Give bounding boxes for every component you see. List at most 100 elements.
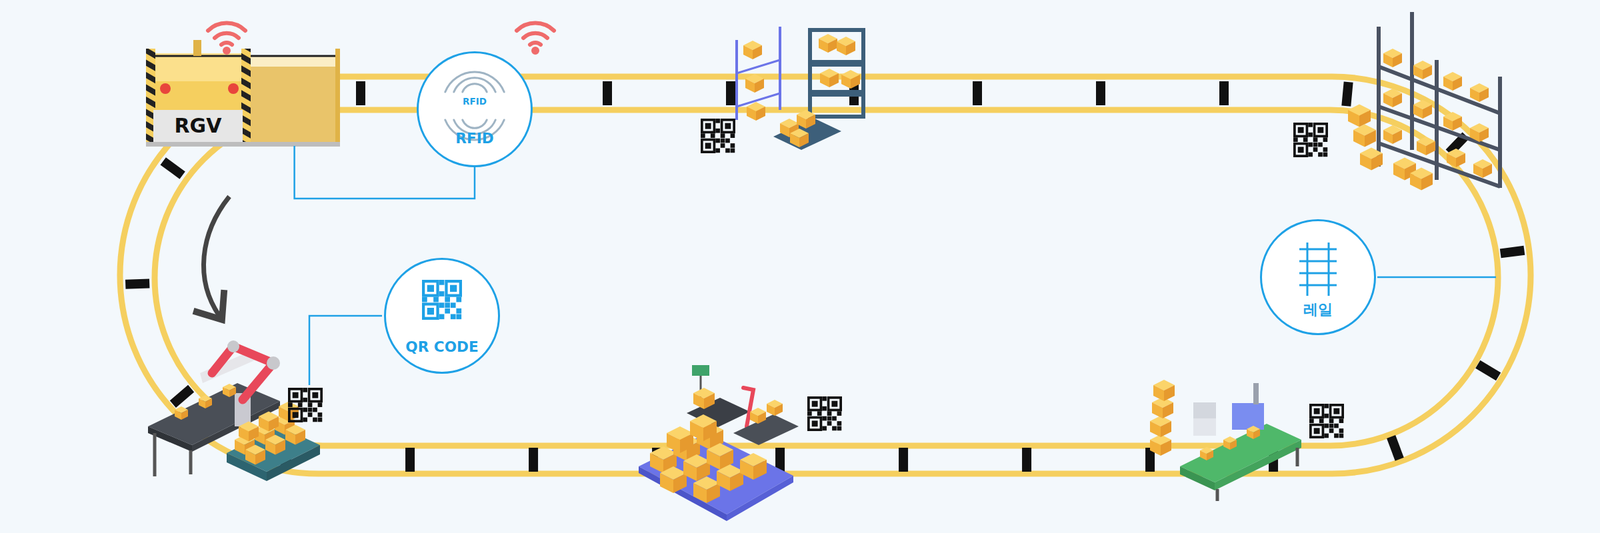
qr-finder <box>812 401 818 408</box>
cargo-box <box>1392 93 1402 108</box>
robot-conveyor <box>153 433 157 477</box>
qr-cell <box>1309 418 1314 424</box>
cargo-box <box>752 45 762 60</box>
cargo-box <box>1383 53 1393 68</box>
qr-cell <box>308 402 313 408</box>
qr-cell <box>720 138 726 144</box>
rgv-vehicle <box>150 53 244 82</box>
qr-finder <box>722 120 735 133</box>
leader-line <box>309 316 382 386</box>
qr-finder <box>702 140 715 153</box>
cargo-box <box>743 45 753 60</box>
cargo-box <box>1383 130 1393 144</box>
qr-cell <box>433 297 439 303</box>
qr-cell <box>456 314 462 320</box>
cargo-box <box>1383 93 1393 108</box>
cargo-box <box>1392 53 1402 68</box>
qr-cell <box>1303 137 1308 142</box>
cargo-box <box>268 416 279 432</box>
cargo-box <box>1353 130 1365 148</box>
cargo-box <box>754 78 764 93</box>
qr-finder <box>828 398 842 411</box>
qr-cell <box>444 302 450 308</box>
cargo-box <box>1153 385 1164 402</box>
cargo-box <box>238 426 249 442</box>
cargo-box <box>255 450 266 466</box>
qr-cell <box>730 148 736 154</box>
cargo-box <box>295 430 306 446</box>
qr-finder <box>1314 124 1328 137</box>
qr-cell <box>822 416 827 422</box>
qr-finder <box>1333 408 1340 415</box>
qr-cell <box>1313 142 1318 148</box>
rail-sleeper <box>726 81 736 106</box>
cargo-box <box>1443 116 1453 131</box>
qr-cell <box>1329 424 1334 429</box>
wifi-signal <box>530 42 541 45</box>
qr-cell <box>308 408 313 413</box>
qr-cell <box>837 421 842 426</box>
callout-label: QR CODE <box>386 338 498 356</box>
qr-cell <box>1324 404 1329 409</box>
qr-cell <box>1324 434 1329 439</box>
sorting-conveyor <box>1180 466 1215 491</box>
cargo-box <box>758 412 766 424</box>
rail-sleeper <box>1022 448 1032 472</box>
cargo-box <box>1371 153 1383 171</box>
qr-cell <box>715 128 720 134</box>
rail-sleeper <box>1096 81 1106 106</box>
cargo-box <box>245 450 256 466</box>
warehouse-rack <box>1378 106 1500 150</box>
qr-finder <box>450 285 457 292</box>
qr-cell <box>1308 152 1313 158</box>
qr-finder <box>427 285 434 292</box>
storage-shelf <box>810 30 864 117</box>
cargo-box <box>1162 402 1174 419</box>
rfid-icon <box>418 53 531 166</box>
cargo-box <box>275 440 286 456</box>
qr-cell <box>1308 122 1313 128</box>
cargo-box <box>174 410 182 420</box>
qr-finder <box>423 281 438 296</box>
cargo-box <box>680 433 694 454</box>
qr-finder <box>1298 146 1304 153</box>
qr-finder <box>808 398 822 411</box>
cargo-box <box>1206 450 1214 461</box>
rail-sleeper <box>125 278 150 289</box>
qr-finder <box>808 418 822 431</box>
cargo-box <box>706 450 720 470</box>
rfid-icon <box>445 72 504 92</box>
cargo-box <box>716 471 730 492</box>
rgv-vehicle <box>241 48 251 146</box>
cargo-box <box>1364 130 1376 148</box>
cargo-box <box>828 38 838 53</box>
qr-cell <box>730 133 736 138</box>
qr-cell <box>1323 137 1328 142</box>
cargo-box <box>829 73 839 88</box>
rgv-vehicle <box>146 48 340 146</box>
cargo-box <box>248 426 259 442</box>
wifi-signal <box>214 33 239 38</box>
rail-sleeper <box>1500 246 1526 259</box>
qr-finder <box>423 304 438 318</box>
callout-label: 레일 <box>1262 300 1374 320</box>
cargo-box <box>1421 173 1433 191</box>
storage-shelf <box>778 26 782 110</box>
cargo-box <box>796 114 806 129</box>
qr-cell <box>450 314 456 320</box>
rail-icon <box>1299 248 1337 251</box>
cargo-box <box>1360 153 1372 171</box>
cargo-box <box>766 404 775 416</box>
rail-sleeper <box>898 448 908 472</box>
qr-cell <box>715 118 720 124</box>
rgv-vehicle <box>160 83 171 94</box>
storage-shelf <box>736 26 864 150</box>
cargo-box <box>673 473 687 494</box>
qr-finder <box>1314 428 1320 434</box>
cargo-box <box>1470 128 1480 142</box>
sorting-conveyor <box>1150 380 1302 502</box>
cargo-box <box>790 133 800 148</box>
cargo-box <box>820 73 830 88</box>
cargo-box <box>1150 440 1161 456</box>
qr-cell <box>1323 147 1328 152</box>
